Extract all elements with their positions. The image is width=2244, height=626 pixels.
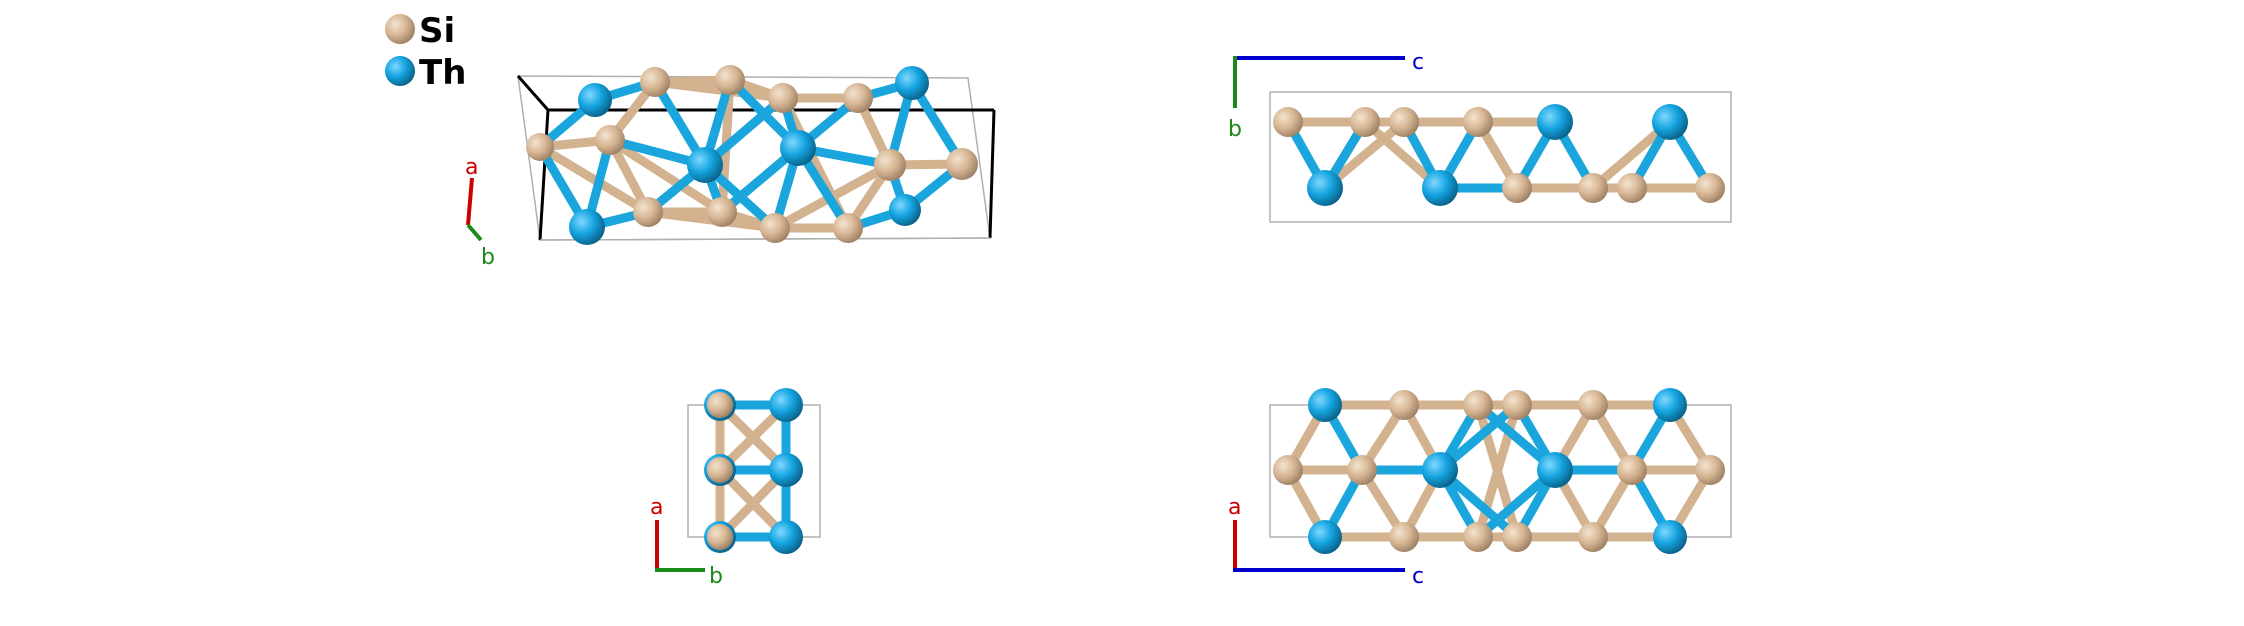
- bonds: [1283, 117, 1715, 193]
- si-atom: [1617, 455, 1647, 485]
- th-atom: [1422, 170, 1458, 206]
- si-atom: [1389, 107, 1419, 137]
- si-atom: [760, 213, 790, 243]
- atoms: [704, 388, 803, 554]
- th-atom: [1307, 170, 1343, 206]
- unit-cell-front-edge: [988, 109, 996, 239]
- th-atom: [889, 194, 921, 226]
- si-atom: [1502, 522, 1532, 552]
- axis-b-line: [466, 223, 483, 242]
- legend-th-label: Th: [419, 53, 466, 93]
- legend: Si Th: [385, 11, 466, 93]
- th-atom: [1653, 388, 1687, 422]
- th-atom: [569, 209, 605, 245]
- th-atom: [769, 453, 803, 487]
- view-along-a: c b: [1228, 50, 1732, 223]
- si-atom: [1273, 455, 1303, 485]
- atoms: [1273, 388, 1725, 554]
- axis-a-label: a: [650, 495, 663, 520]
- si-atom: [946, 148, 978, 180]
- si-atom: [707, 524, 733, 550]
- axis-b-label: b: [481, 245, 495, 270]
- axis-b-label: b: [709, 564, 723, 589]
- th-atom: [895, 66, 929, 100]
- si-atom: [874, 149, 906, 181]
- axes-indicator: c b: [1228, 50, 1424, 142]
- unit-cell: [1269, 91, 1732, 223]
- si-atom: [1389, 390, 1419, 420]
- axis-b-label: b: [1228, 117, 1242, 142]
- si-atom: [595, 125, 625, 155]
- si-atom: [715, 65, 745, 95]
- si-atom: [640, 67, 670, 97]
- th-atom: [780, 130, 816, 166]
- th-atom: [1537, 452, 1573, 488]
- th-atom: [769, 388, 803, 422]
- bond: [605, 135, 727, 217]
- si-atom: [707, 457, 733, 483]
- si-atom: [1463, 522, 1493, 552]
- si-atom: [526, 133, 554, 161]
- th-atom: [578, 83, 612, 117]
- si-atom: [1695, 455, 1725, 485]
- si-atom: [843, 83, 873, 113]
- axes-indicator: a b: [650, 495, 723, 589]
- axis-a-label: a: [465, 155, 478, 180]
- view-along-c: a b: [650, 388, 821, 589]
- si-atom: [1350, 107, 1380, 137]
- si-atom: [1502, 390, 1532, 420]
- si-atom: [707, 197, 737, 227]
- th-atom: [687, 147, 723, 183]
- si-atom: [1578, 390, 1608, 420]
- axis-a-label: a: [1228, 495, 1241, 520]
- si-atom: [1578, 522, 1608, 552]
- si-atom: [1347, 455, 1377, 485]
- th-atom: [1652, 104, 1688, 140]
- si-atom: [1578, 173, 1608, 203]
- axis-c-label: c: [1412, 564, 1424, 589]
- axis-c-label: c: [1412, 50, 1424, 75]
- si-atom: [1389, 522, 1419, 552]
- th-atom: [1308, 520, 1342, 554]
- th-atom: [769, 520, 803, 554]
- unit-cell-front-edge: [516, 75, 550, 111]
- legend-th-swatch: [385, 56, 415, 86]
- th-atom: [1537, 104, 1573, 140]
- si-atom: [1273, 107, 1303, 137]
- bond: [535, 142, 653, 217]
- si-atom: [1502, 173, 1532, 203]
- si-atom: [707, 392, 733, 418]
- si-atom: [833, 213, 863, 243]
- axes-indicator: a c: [1228, 495, 1424, 589]
- axes-indicator: a b: [465, 155, 495, 270]
- si-atom: [1617, 173, 1647, 203]
- legend-si-label: Si: [419, 11, 455, 51]
- th-atom: [1422, 452, 1458, 488]
- si-atom: [1695, 173, 1725, 203]
- th-atom: [1308, 388, 1342, 422]
- si-atom: [1463, 390, 1493, 420]
- unit-cell-front-edge: [538, 109, 550, 241]
- si-atom: [768, 83, 798, 113]
- th-atom: [1653, 520, 1687, 554]
- atoms: [1273, 104, 1725, 206]
- view-perspective: a b: [465, 65, 996, 270]
- legend-si-swatch: [385, 14, 415, 44]
- si-atom: [1463, 107, 1493, 137]
- axis-a-line: [466, 177, 474, 226]
- view-along-b: a c: [1228, 388, 1732, 589]
- si-atom: [633, 197, 663, 227]
- atoms: [526, 65, 978, 245]
